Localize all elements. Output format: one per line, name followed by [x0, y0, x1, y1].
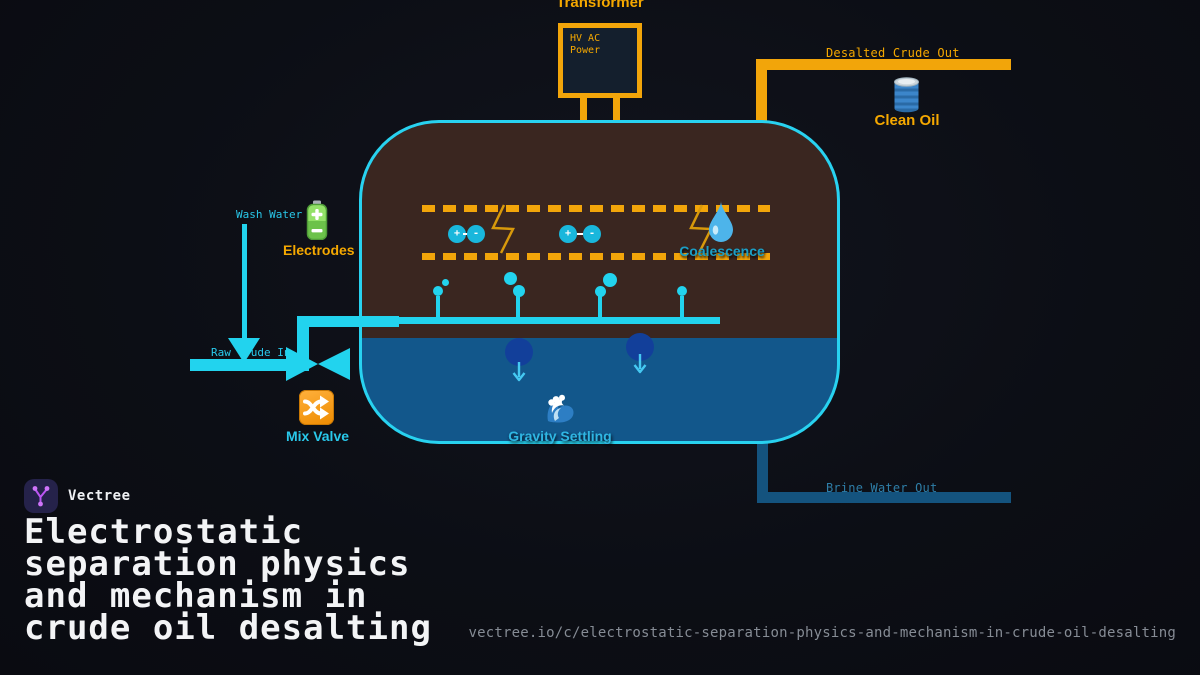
- charge-bond: [463, 233, 469, 235]
- desalted-pipe-horizontal: [756, 59, 1011, 70]
- feed-pipe-horizontal: [297, 316, 399, 327]
- battery-icon: [306, 200, 328, 240]
- coalescence-label: Coalescence: [679, 243, 765, 259]
- charged-droplet-pair: + -: [559, 225, 602, 243]
- electrode-grid-top: [422, 205, 770, 212]
- page-url: vectree.io/c/electrostatic-separation-ph…: [468, 625, 1176, 641]
- gravity-settling-label: Gravity Settling: [508, 428, 612, 444]
- shuffle-arrows-icon: [303, 395, 329, 420]
- mix-valve-label: Mix Valve: [285, 428, 350, 444]
- vector-branch-icon: [32, 486, 50, 507]
- charged-droplet-pair: + -: [448, 225, 486, 243]
- transformer-box: HV AC Power: [558, 23, 642, 98]
- settling-droplet: [505, 338, 533, 366]
- down-arrow-icon: [512, 362, 526, 382]
- electrodes-label: Electrodes: [283, 242, 355, 258]
- inlet-droplet: [433, 286, 443, 296]
- lightning-bolt-icon: [491, 204, 515, 254]
- oil-barrel-icon: [894, 77, 919, 113]
- inlet-droplet: [677, 286, 687, 296]
- clean-oil-label: Clean Oil: [874, 112, 940, 129]
- inlet-droplet: [595, 286, 606, 297]
- droplet-positive: +: [448, 225, 466, 243]
- down-arrow-icon: [633, 354, 647, 374]
- lightning-bolt-icon: [689, 204, 713, 254]
- distributor-stem: [598, 296, 602, 317]
- electrode-grid-bottom: [422, 253, 770, 260]
- inlet-droplet: [513, 285, 525, 297]
- distributor-stem: [516, 296, 520, 317]
- inlet-droplet: [504, 272, 517, 285]
- wash-water-line: [242, 224, 247, 340]
- transformer-label: Transformer: [556, 0, 644, 11]
- droplet-positive: +: [559, 225, 577, 243]
- droplet-negative: -: [583, 225, 601, 243]
- vectree-logo: [24, 479, 58, 513]
- transformer-box-text: HV AC Power: [570, 33, 601, 56]
- mix-valve-tile: [299, 390, 334, 425]
- wave-icon: [547, 394, 574, 423]
- wash-water-arrowhead: [228, 338, 260, 363]
- brine-water-label: Brine Water Out: [826, 481, 938, 495]
- distributor-stem: [680, 296, 684, 317]
- page-title: Electrostatic separation physics and mec…: [24, 512, 432, 648]
- water-drop-icon: [709, 201, 733, 242]
- wash-water-label: Wash Water: [236, 208, 303, 221]
- raw-crude-pipe: [190, 359, 300, 371]
- brine-pipe-horizontal: [757, 492, 1011, 503]
- distributor-stem: [436, 296, 440, 317]
- desalter-vessel: [359, 120, 840, 444]
- desalted-crude-label: Desalted Crude Out: [826, 46, 960, 60]
- charge-bond: [577, 233, 583, 235]
- inlet-droplet: [603, 273, 617, 287]
- raw-crude-arrowhead: [286, 347, 318, 381]
- desalted-pipe-vertical: [756, 59, 767, 121]
- inlet-droplet: [442, 279, 449, 286]
- brine-pipe-vertical: [757, 443, 768, 503]
- droplet-negative: -: [467, 225, 485, 243]
- distributor-manifold: [398, 317, 720, 324]
- brand-name: Vectree: [68, 488, 131, 504]
- inlet-valve-cone: [318, 348, 350, 380]
